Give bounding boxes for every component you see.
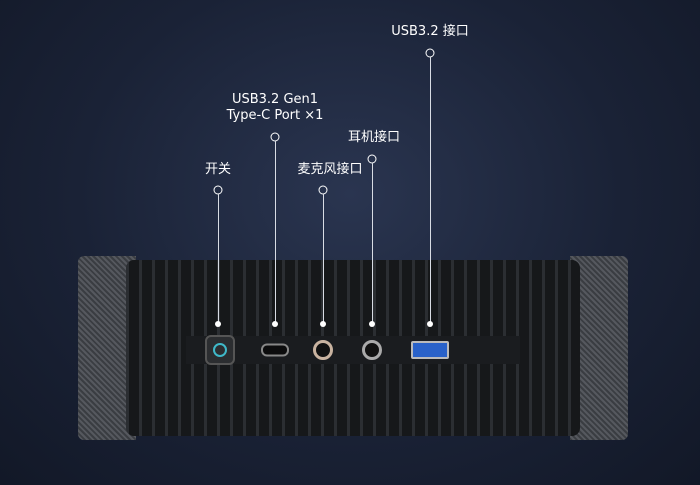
mini-pc-device [78,256,628,440]
typec-label-line2: Type-C Port ×1 [226,108,324,123]
headphone-label: 耳机接口 [347,130,401,145]
usb-a-port [411,341,449,359]
typec-port [261,343,289,357]
mic-label: 麦克风接口 [297,162,363,177]
headphone-jack [362,340,382,360]
callout-line [323,194,324,322]
typec-label-line1: USB3.2 Gen1 [231,92,319,107]
callout-dot [320,321,326,327]
callout-line [430,57,431,322]
callout-dot [272,321,278,327]
power-icon [213,343,227,357]
callout-dot [215,321,221,327]
callout-line [372,163,373,322]
power-button[interactable] [205,335,235,365]
callout-dot [369,321,375,327]
mic-jack [313,340,333,360]
usb-label: USB3.2 接口 [391,24,469,39]
front-port-panel [186,336,520,364]
callout-dot [427,321,433,327]
callout-line [218,194,219,322]
power-label: 开关 [204,162,232,177]
callout-line [275,141,276,322]
